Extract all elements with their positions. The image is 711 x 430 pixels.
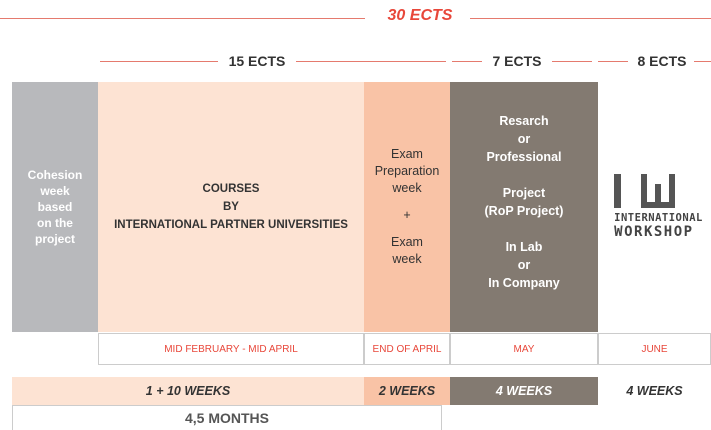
courses-line: COURSES (202, 183, 260, 195)
rop-line: or (517, 258, 531, 272)
weeks-courses: 1 + 10 WEEKS (12, 377, 364, 405)
exam-line: week (392, 252, 422, 266)
cohesion-line: project (34, 232, 75, 246)
duration-label: 4,5 MONTHS (12, 405, 442, 430)
period-exam: END OF APRIL (364, 333, 450, 365)
workshop-ects-label: 8 ECTS (637, 53, 687, 69)
rop-line: or (517, 132, 531, 146)
workshop-block: INTERNATIONAL WORKSHOP (598, 82, 711, 332)
cohesion-line: based (37, 200, 73, 214)
courses-block: COURSES BY INTERNATIONAL PARTNER UNIVERS… (98, 82, 364, 332)
weeks-workshop: 4 WEEKS (598, 377, 711, 405)
courses-ects-label: 15 ECTS (228, 53, 286, 69)
exam-line: Exam (391, 147, 423, 161)
exam-line: week (392, 181, 422, 195)
rop-line: In Company (488, 276, 560, 290)
exam-block: Exam Preparation week + Exam week (364, 82, 450, 332)
workshop-logo-text-1: INTERNATIONAL (614, 212, 703, 224)
cohesion-line: on the (36, 216, 73, 230)
exam-plus: + (403, 208, 411, 222)
period-rop: MAY (450, 333, 598, 365)
weeks-rop: 4 WEEKS (450, 377, 598, 405)
period-courses: MID FEBRUARY - MID APRIL (98, 333, 364, 365)
period-workshop: JUNE (598, 333, 711, 365)
rop-line: Professional (486, 150, 562, 164)
total-ects-label: 30 ECTS (387, 7, 453, 24)
weeks-exam: 2 WEEKS (364, 377, 450, 405)
workshop-logo-icon (614, 174, 676, 208)
rop-line: Project (502, 186, 546, 200)
courses-line: INTERNATIONAL PARTNER UNIVERSITIES (114, 219, 348, 231)
exam-line: Exam (391, 235, 423, 249)
cohesion-line: week (40, 184, 70, 198)
rop-line: Resarch (499, 114, 549, 128)
rop-project-block: Resarch or Professional Project (RoP Pro… (450, 82, 598, 332)
courses-line: BY (223, 201, 239, 213)
rop-ects-label: 7 ECTS (492, 53, 542, 69)
exam-line: Preparation (374, 164, 440, 178)
cohesion-line: Cohesion (27, 168, 83, 182)
rop-line: In Lab (505, 240, 543, 254)
rop-line: (RoP Project) (484, 204, 564, 218)
cohesion-week-block: Cohesion week based on the project (12, 82, 98, 332)
workshop-logo-text-2: WORKSHOP (614, 224, 694, 240)
